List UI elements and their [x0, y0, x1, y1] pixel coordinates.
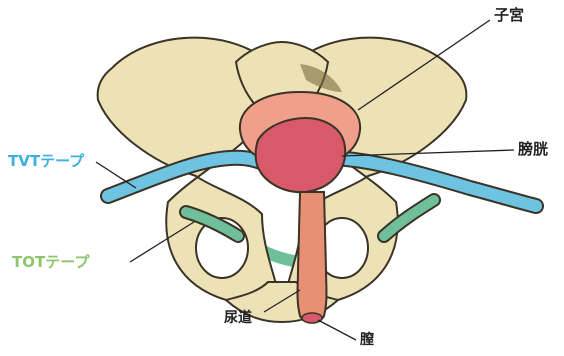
vagina-leader — [318, 320, 356, 340]
uterus-label: 子宮 — [494, 8, 524, 23]
tvt-tape-label: TVTテープ — [8, 154, 84, 169]
bladder-label: 膀胱 — [518, 142, 548, 157]
bladder — [256, 118, 346, 192]
tot-tape-label: TOTテープ — [12, 255, 89, 270]
urethra-label: 尿道 — [224, 311, 252, 325]
vagina-label: 膣 — [360, 333, 374, 347]
urethra-opening — [302, 313, 322, 323]
urethra — [298, 192, 327, 322]
tvt-leader — [96, 162, 136, 188]
